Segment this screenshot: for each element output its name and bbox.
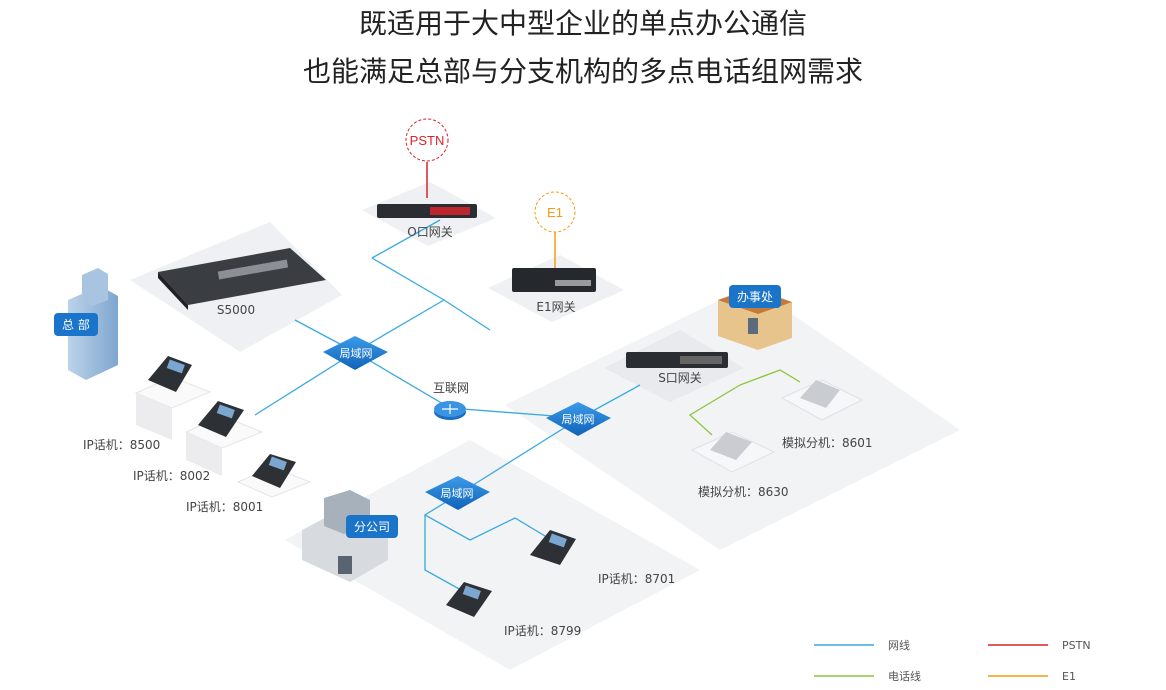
e1-gateway-label: E1网关: [536, 300, 575, 314]
branch-badge: 分公司: [346, 515, 399, 538]
lan-node-2: 局域网: [546, 402, 611, 436]
e1-label: E1: [547, 205, 563, 220]
phone-lines: [688, 369, 801, 436]
s5000-label: S5000: [217, 303, 255, 317]
lan-label-3: 局域网: [441, 487, 474, 500]
o-gateway-device: [377, 204, 477, 218]
label-ip-8799: IP话机：8799: [504, 624, 581, 638]
legend-phone-line: 电话线: [888, 669, 921, 683]
s-gateway-label: S口网关: [658, 371, 702, 385]
e1-gateway-device: [512, 268, 596, 292]
pstn-circle: [405, 118, 449, 162]
s-gateway-device: [626, 352, 728, 368]
legend-e1: E1: [1062, 670, 1076, 683]
label-ip-8701: IP话机：8701: [598, 572, 675, 586]
o-gateway-label: O口网关: [407, 225, 452, 239]
analog-phone-8630-icon: [690, 431, 776, 473]
lan-label-2: 局域网: [562, 413, 595, 426]
label-analog-8601: 模拟分机：8601: [782, 436, 873, 450]
e1-circle: [534, 191, 576, 233]
platform-branch: [285, 440, 700, 670]
ip-phone-8701-icon: [530, 530, 576, 565]
ip-phone-8002-icon: [198, 401, 244, 437]
legend: 网线 电话线 PSTN E1: [814, 638, 1091, 683]
label-analog-8630: 模拟分机：8630: [698, 485, 789, 499]
title-line-2: 也能满足总部与分支机构的多点电话组网需求: [302, 55, 863, 88]
lan-node-1: 局域网: [323, 336, 388, 370]
lan-node-3: 局域网: [425, 476, 490, 510]
lan-label-1: 局域网: [340, 347, 373, 360]
internet-router-icon: [434, 401, 466, 420]
legend-network: 网线: [888, 638, 910, 652]
s5000-server: [158, 248, 326, 310]
office-badge: 办事处: [729, 285, 782, 308]
label-ip-8500: IP话机：8500: [83, 438, 160, 452]
label-ip-8001: IP话机：8001: [186, 500, 263, 514]
ip-phone-8500-icon: [148, 356, 192, 392]
platform-office: [505, 285, 960, 550]
internet-label: 互联网: [433, 381, 469, 395]
hq-badge: 总 部: [54, 313, 98, 336]
legend-pstn: PSTN: [1062, 639, 1091, 652]
label-ip-8002: IP话机：8002: [133, 469, 210, 483]
pstn-label: PSTN: [410, 133, 445, 148]
analog-phone-8601-icon: [780, 379, 864, 421]
ip-phone-8001-icon: [252, 454, 296, 488]
title-line-1: 既适用于大中型企业的单点办公通信: [358, 7, 807, 40]
ip-phone-8799-icon: [446, 582, 492, 617]
